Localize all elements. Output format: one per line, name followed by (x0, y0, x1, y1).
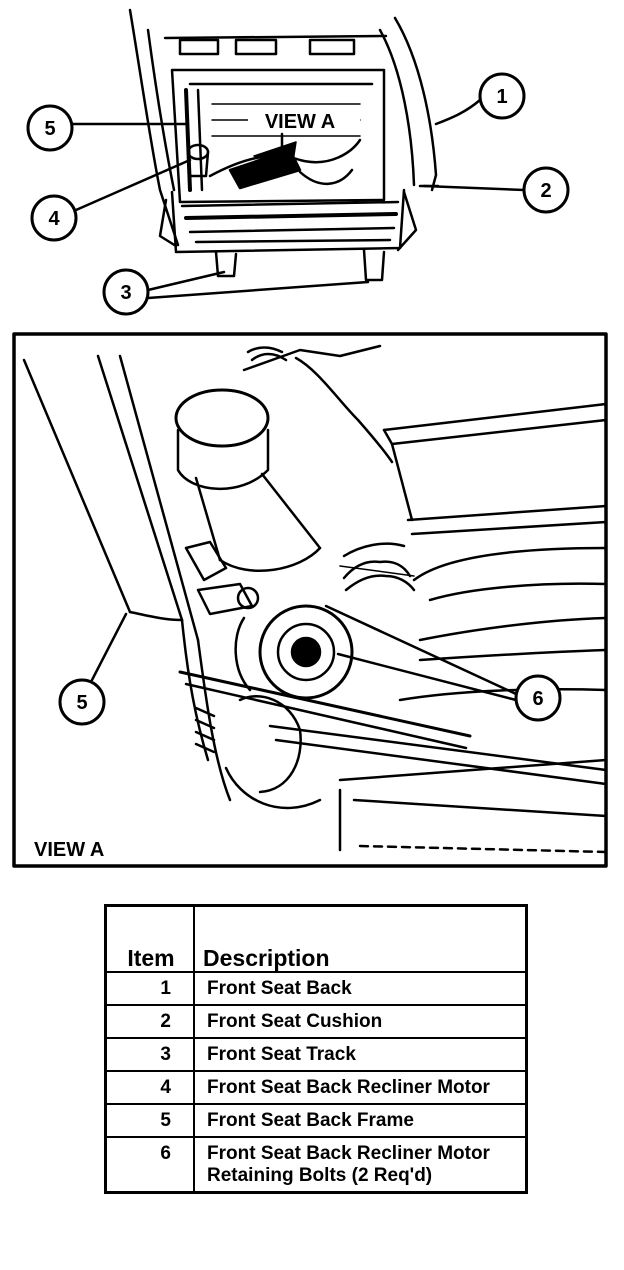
legend-item-number: 5 (104, 1103, 195, 1138)
legend-item-description: Front Seat Back Recliner Motor (193, 1070, 528, 1105)
callout-3: 3 (102, 268, 370, 316)
view-a-indicator: VIEW A (248, 108, 360, 169)
legend-row: 1 Front Seat Back (104, 971, 528, 1006)
legend-item-description: Front Seat Cushion (193, 1004, 528, 1039)
svg-text:3: 3 (120, 282, 131, 304)
svg-text:VIEW A: VIEW A (34, 839, 104, 861)
legend-item-number: 2 (104, 1004, 195, 1039)
legend-item-number: 1 (104, 971, 195, 1006)
callout-5-top: 5 (26, 104, 190, 152)
callout-1: 1 (434, 72, 526, 126)
legend-row: 4 Front Seat Back Recliner Motor (104, 1070, 528, 1105)
svg-text:4: 4 (48, 208, 60, 230)
svg-text:1: 1 (496, 86, 507, 108)
legend-row: 6 Front Seat Back Recliner Motor Retaini… (104, 1136, 528, 1194)
legend-table: Item Description 1 Front Seat Back 2 Fro… (104, 904, 528, 1194)
legend-header-description: Description (193, 904, 528, 973)
legend-header-item: Item (104, 904, 195, 973)
callout-4: 4 (30, 158, 192, 242)
svg-text:5: 5 (44, 118, 55, 140)
callout-6-detail: 6 (324, 604, 562, 722)
legend-row: 2 Front Seat Cushion (104, 1004, 528, 1039)
legend-item-number: 6 (104, 1136, 195, 1194)
detail-view-illustration (22, 344, 608, 854)
legend-row: 5 Front Seat Back Frame (104, 1103, 528, 1138)
svg-text:6: 6 (532, 688, 543, 710)
svg-text:5: 5 (76, 692, 87, 714)
svg-text:2: 2 (540, 180, 551, 202)
seat-diagram: 1 2 3 4 5 VIEW A (12, 8, 608, 868)
legend-row: 3 Front Seat Track (104, 1037, 528, 1072)
legend-item-description: Front Seat Back Recliner Motor Retaining… (193, 1136, 528, 1194)
detail-view-frame (12, 332, 608, 868)
legend-item-description: Front Seat Back (193, 971, 528, 1006)
detail-view-label: VIEW A (34, 839, 104, 861)
legend-header-row: Item Description (104, 904, 528, 973)
seat-overview-illustration (128, 8, 440, 282)
legend-item-number: 4 (104, 1070, 195, 1105)
legend-item-number: 3 (104, 1037, 195, 1072)
callout-5-detail: 5 (58, 612, 128, 726)
svg-text:VIEW A: VIEW A (265, 111, 335, 133)
callout-2: 2 (422, 166, 570, 214)
legend-item-description: Front Seat Back Frame (193, 1103, 528, 1138)
legend-item-description: Front Seat Track (193, 1037, 528, 1072)
